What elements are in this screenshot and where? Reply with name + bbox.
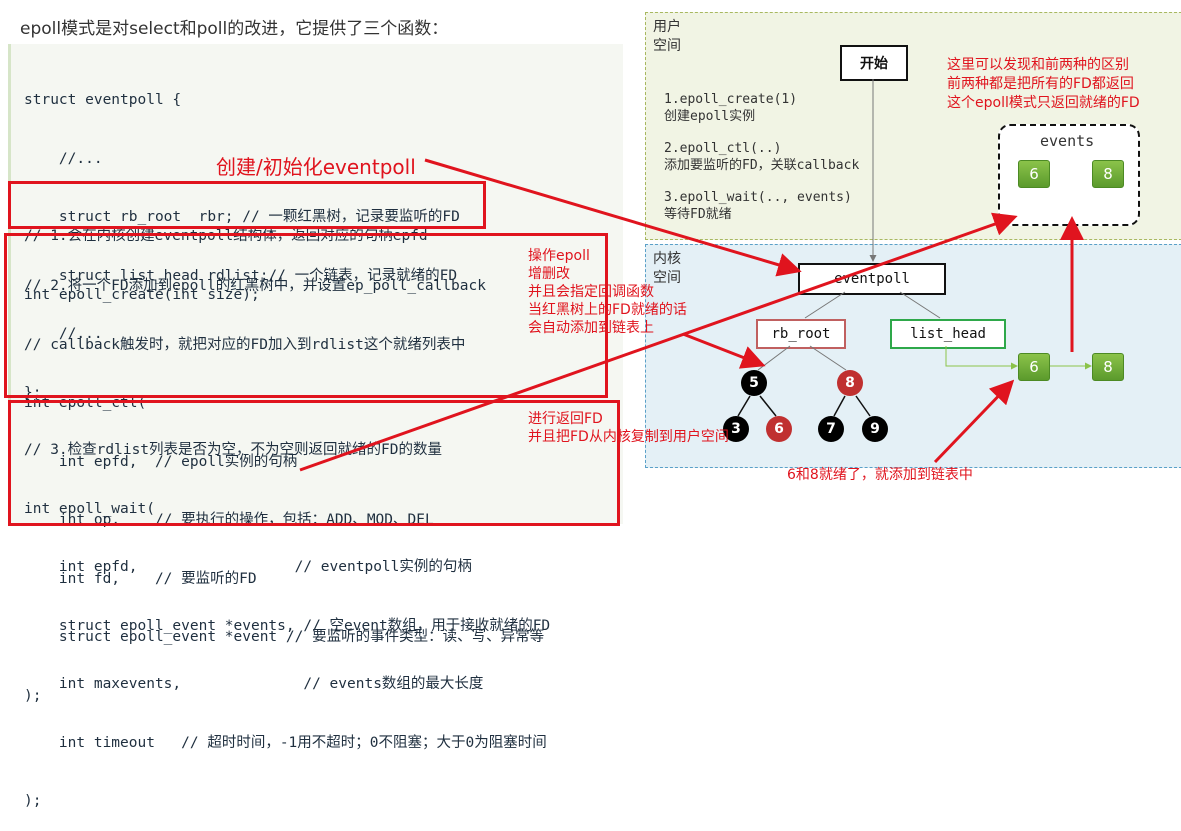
- code-line: );: [24, 793, 42, 809]
- step-epoll-create: 1.epoll_create(1) 创建epoll实例: [664, 92, 798, 124]
- list-fd-8: 8: [1092, 353, 1124, 381]
- step-epoll-ctl: 2.epoll_ctl(..) 添加要监听的FD，关联callback: [664, 141, 860, 173]
- code-line: int maxevents, // events数组的最大长度: [24, 676, 484, 692]
- code-line: // 2.将一个FD添加到epoll的红黑树中，并设置ep_poll_callb…: [24, 278, 486, 294]
- code-line: int epfd, // epoll实例的句柄: [24, 453, 298, 470]
- eventpoll-node: eventpoll: [798, 263, 946, 295]
- tree-8-9-line: [855, 395, 871, 417]
- arrow-ready-to-list: [933, 379, 1015, 464]
- events-fd-8: 8: [1092, 160, 1124, 188]
- tree-node-5: 5: [741, 370, 767, 396]
- tree-5-3-line: [737, 395, 751, 417]
- code-line: struct eventpoll {: [24, 92, 182, 108]
- user-space-label: 用户 空间: [653, 19, 681, 54]
- eventpoll-to-rbroot-line: [804, 291, 846, 319]
- annotation-wait: 进行返回FD 并且把FD从内核复制到用户空间: [528, 411, 729, 445]
- page-heading: epoll模式是对select和poll的改进，它提供了三个函数：: [20, 19, 449, 39]
- connector-overlay: [299, 79, 1092, 472]
- code-line: int timeout // 超时时间，-1用不超时；0不阻塞；大于0为阻塞时间: [24, 734, 547, 751]
- code-line: int epoll_ctl(: [24, 395, 147, 411]
- arrow-create-to-eventpoll: [424, 158, 802, 277]
- code-struct-eventpoll: struct eventpoll { //... struct rb_root …: [24, 52, 460, 423]
- code-line: struct list_head rdlist;// 一个链表，记录就绪的FD: [24, 267, 458, 284]
- tree-node-6: 6: [766, 416, 792, 442]
- code-panel: [8, 44, 623, 524]
- code-line: int epoll_create(int size);: [24, 286, 260, 303]
- tree-8-7-line: [833, 395, 846, 417]
- list-fd-6: 6: [1018, 353, 1050, 381]
- code-line: struct rb_root rbr; // 一颗红黑树，记录要监听的FD: [24, 209, 460, 225]
- annotation-compare: 这里可以发现和前两种的区别 前两种都是把所有的FD都返回 这个epoll模式只返…: [947, 57, 1140, 111]
- listhead-to-6-line: [945, 346, 1018, 370]
- highlight-box-create: [8, 181, 486, 229]
- code-line: int epfd, // eventpoll实例的句柄: [24, 559, 472, 575]
- events-fd-6: 6: [1018, 160, 1050, 188]
- arrow-wait-to-events: [299, 212, 1018, 472]
- annotation-create-init: 创建/初始化eventpoll: [216, 155, 416, 179]
- eventpoll-to-listhead-line: [899, 291, 941, 319]
- rbroot-to-5-line: [757, 345, 791, 371]
- tree-5-6-line: [759, 395, 777, 417]
- arrow-ctl-to-tree: [682, 332, 766, 369]
- events-label: events: [1040, 132, 1095, 150]
- code-epoll-create: // 1.会在内核创建eventpoll结构体，返回对应的句柄epfd int …: [24, 188, 428, 325]
- tree-node-9: 9: [862, 416, 888, 442]
- code-line: // callback触发时，就把对应的FD加入到rdlist这个就绪列表中: [24, 336, 466, 353]
- code-line: int epoll_wait(: [24, 500, 155, 517]
- annotation-ctl: 操作epoll 增删改 并且会指定回调函数 当红黑树上的FD就绪的话 会自动添加…: [528, 248, 687, 336]
- code-line: // 1.会在内核创建eventpoll结构体，返回对应的句柄epfd: [24, 228, 428, 244]
- tree-node-7: 7: [818, 416, 844, 442]
- kernel-space-label: 内核 空间: [653, 251, 681, 286]
- highlight-box-ctl: [4, 233, 608, 398]
- start-node: 开始: [840, 45, 908, 81]
- tree-node-3: 3: [723, 416, 749, 442]
- code-line: //...: [24, 150, 103, 167]
- step-epoll-wait: 3.epoll_wait(.., events) 等待FD就绪: [664, 190, 852, 222]
- list-head-node: list_head: [890, 319, 1006, 349]
- tree-node-8: 8: [837, 370, 863, 396]
- rbroot-to-8-line: [809, 345, 847, 371]
- code-line: struct epoll_event *events, // 空event数组，…: [24, 617, 551, 634]
- code-line: //...: [24, 326, 103, 342]
- rb-root-node: rb_root: [756, 319, 846, 349]
- annotation-ready: 6和8就绪了，就添加到链表中: [787, 467, 973, 483]
